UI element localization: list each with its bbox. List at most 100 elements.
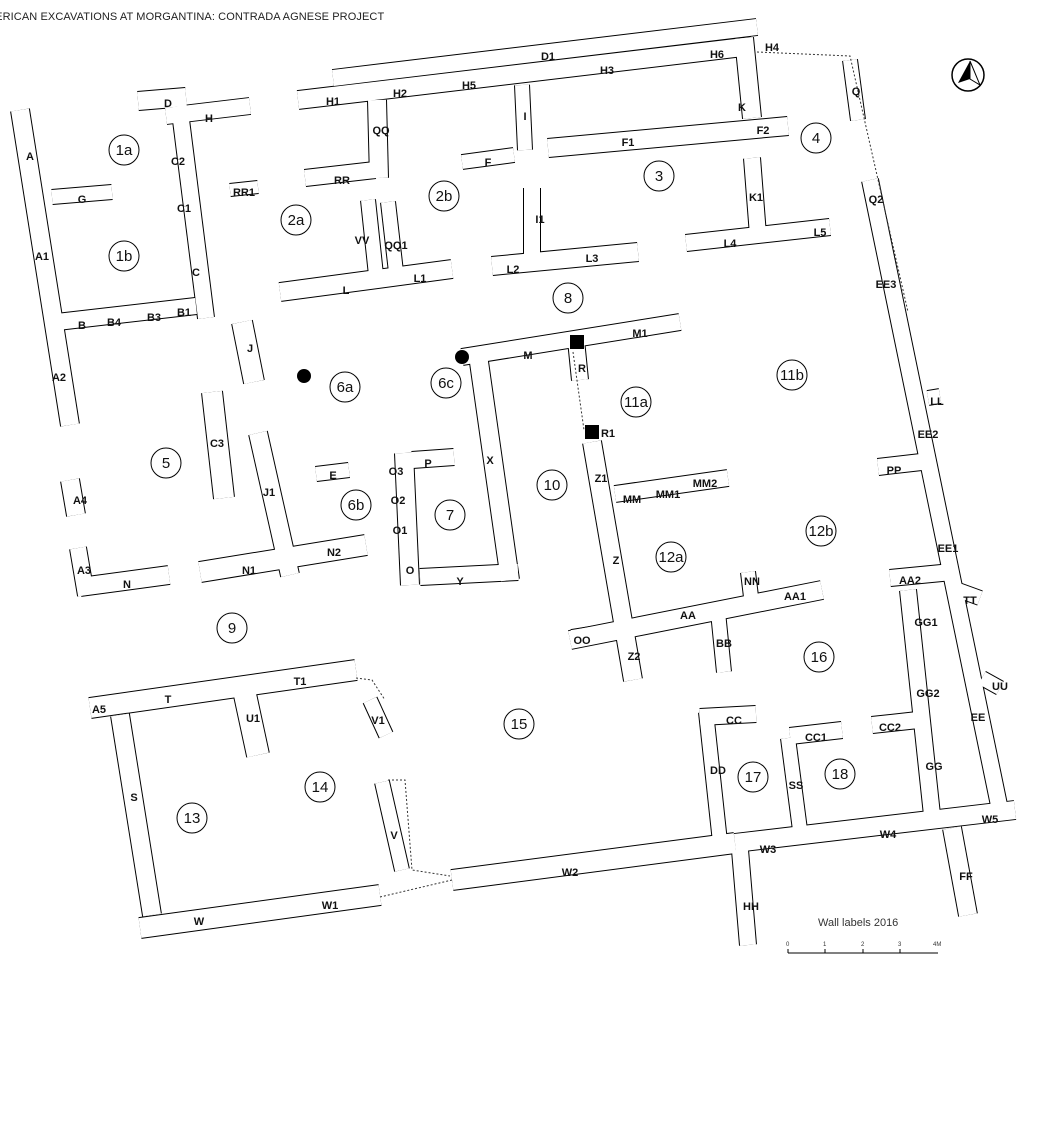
room-label: 11b	[780, 367, 804, 384]
wall-label: X	[486, 455, 494, 467]
room-label: 2b	[436, 188, 453, 205]
wall-label: CC	[726, 715, 742, 727]
wall-label: L2	[507, 264, 520, 276]
room-label: 2a	[288, 212, 305, 229]
wall-label: C2	[171, 156, 185, 168]
wall-label: A5	[92, 704, 106, 716]
wall-label: W3	[760, 844, 777, 856]
wall-label: D	[164, 98, 172, 110]
wall-label: N2	[327, 547, 341, 559]
wall-label: EE1	[938, 543, 959, 555]
wall-fill	[547, 117, 789, 157]
wall-label: B4	[107, 317, 122, 329]
room-circle	[655, 541, 687, 573]
room-marker: 10	[536, 469, 568, 501]
room-marker: 5	[150, 447, 182, 479]
wall-label: Z1	[595, 473, 608, 485]
room-circle	[150, 447, 182, 479]
wall-fill	[278, 260, 454, 301]
room-label: 8	[564, 290, 572, 307]
wall-label: A4	[73, 495, 88, 507]
wall-label: T1	[294, 676, 307, 688]
wall-fill	[781, 737, 807, 831]
room-circle	[428, 180, 460, 212]
wall-fill	[61, 478, 85, 517]
wall-label: B1	[177, 307, 191, 319]
scale-tick: 3	[898, 942, 902, 948]
wall-fill	[296, 37, 754, 109]
wall-label: Q	[852, 86, 861, 98]
wall-fill	[137, 88, 187, 110]
room-label: 17	[745, 769, 762, 786]
wall-fill	[315, 463, 350, 481]
scale-tick: 2	[861, 942, 865, 948]
wall-label: R1	[601, 428, 615, 440]
scale-legend: Wall labels 2016 0 1 2 3 4M	[786, 917, 941, 954]
wall-fill	[11, 108, 79, 427]
wall-fill	[233, 687, 269, 758]
wall-label: LL	[930, 396, 944, 408]
wall-label: EE2	[918, 429, 939, 441]
room-circle	[536, 469, 568, 501]
room-marker: 7	[434, 499, 466, 531]
wall-fill	[138, 885, 382, 938]
black-square-marker	[585, 425, 599, 439]
wall-label: W	[194, 916, 205, 928]
wall-fill	[515, 84, 532, 151]
wall-label: MM	[623, 494, 641, 506]
wall-label: K	[738, 102, 746, 114]
wall-label: BB	[716, 638, 732, 650]
wall-fill	[926, 389, 942, 405]
wall-label: RR	[334, 175, 350, 187]
room-label: 12b	[808, 523, 833, 540]
wall-label: EE	[971, 712, 986, 724]
room-label: 1b	[116, 248, 133, 265]
wall-label: W5	[982, 814, 999, 826]
room-circle	[340, 489, 372, 521]
wall-label: AA1	[784, 591, 806, 603]
wall-fill	[419, 564, 519, 585]
wall-label: A1	[35, 251, 49, 263]
scale-tick: 4M	[933, 942, 941, 948]
wall-fill	[862, 178, 1008, 812]
room-marker: 14	[304, 771, 336, 803]
wall-label: P	[424, 458, 431, 470]
room-marker: 12b	[805, 515, 837, 547]
wall-label: Z2	[628, 651, 641, 663]
room-label: 10	[544, 477, 561, 494]
wall-label: F1	[622, 137, 635, 149]
wall-label: HH	[743, 901, 759, 913]
wall-label: A	[26, 151, 34, 163]
wall-fill	[395, 452, 419, 586]
walls	[10, 18, 1017, 946]
wall-label: QQ	[372, 125, 390, 137]
room-marker: 8	[552, 282, 584, 314]
wall-label: B	[78, 320, 86, 332]
wall-label: I1	[535, 214, 544, 226]
wall-label: W1	[322, 900, 339, 912]
wall-label: U1	[246, 713, 260, 725]
room-marker: 11a	[620, 386, 652, 418]
wall-label: C1	[177, 203, 191, 215]
wall-fill	[583, 440, 642, 682]
markers	[297, 335, 599, 439]
room-marker: 4	[800, 122, 832, 154]
room-label: 14	[312, 779, 329, 796]
room-label: 4	[812, 130, 820, 147]
wall-label: C	[192, 267, 200, 279]
room-label: 5	[162, 455, 170, 472]
room-label: 7	[446, 507, 454, 524]
wall-label: O3	[389, 466, 404, 478]
wall-fill	[111, 713, 161, 917]
room-marker: 2a	[280, 204, 312, 236]
north-arrow-icon	[951, 58, 985, 92]
wall-fill	[685, 219, 831, 251]
room-circle	[552, 282, 584, 314]
scale-tick: 1	[823, 942, 827, 948]
wall-label: QQ1	[384, 240, 407, 252]
wall-label: J1	[263, 487, 275, 499]
wall-label: H1	[326, 96, 340, 108]
wall-fill	[88, 660, 358, 718]
room-circle	[803, 641, 835, 673]
wall-label: K1	[749, 192, 763, 204]
